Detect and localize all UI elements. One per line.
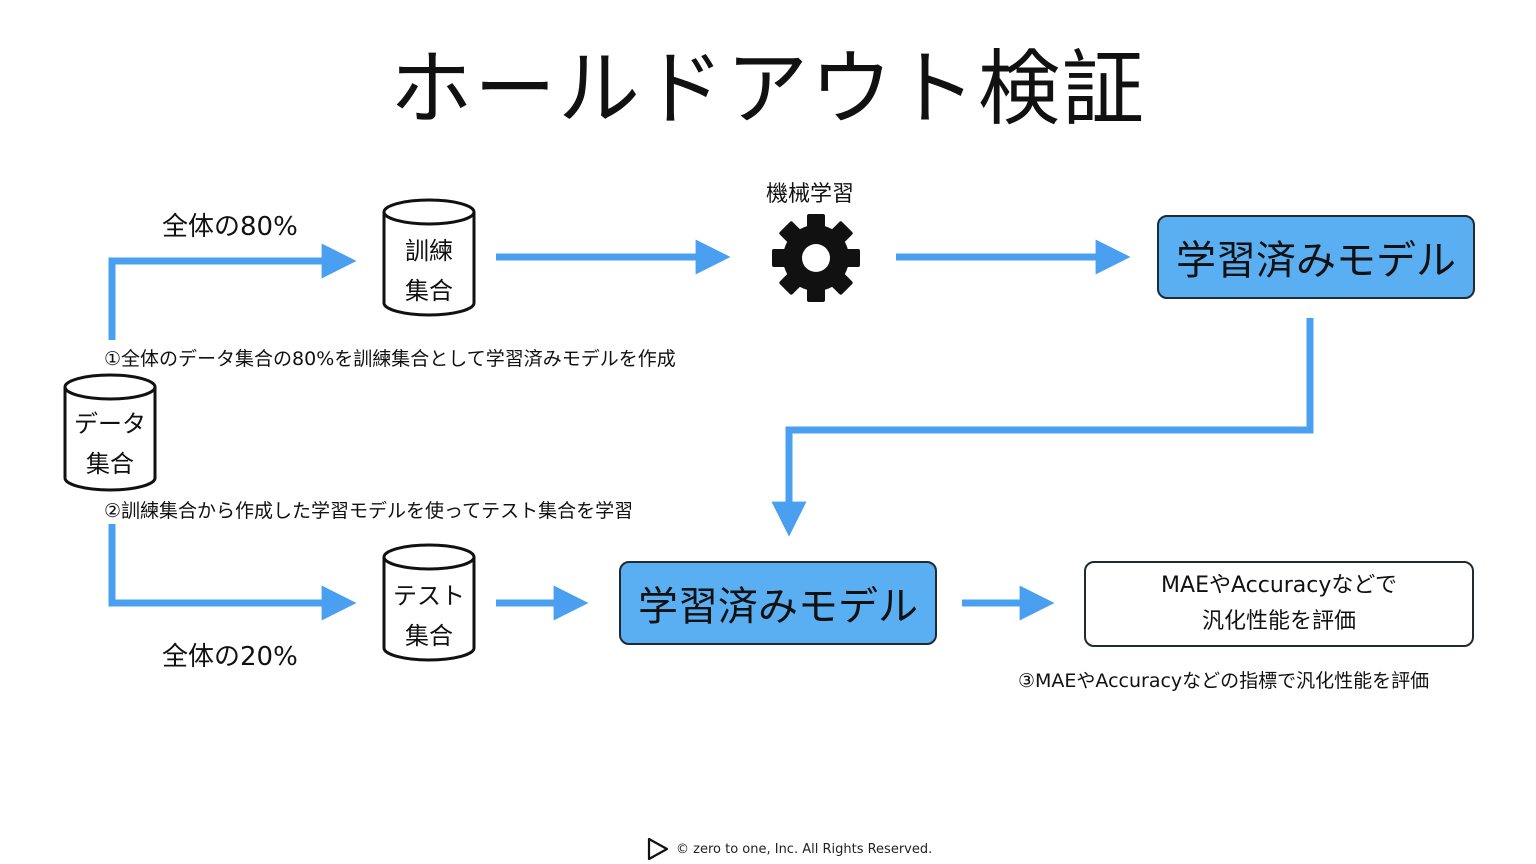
test-set-cylinder xyxy=(382,543,476,662)
evaluation-line2: 汎化性能を評価 xyxy=(1201,609,1356,634)
data-set-label: データ 集合 xyxy=(74,410,146,478)
gear-icon xyxy=(772,214,860,302)
arrow-data-to-test xyxy=(108,524,357,621)
arrow-data-to-train xyxy=(108,243,357,340)
train-ratio-label: 全体の80% xyxy=(162,212,298,242)
train-set-label: 訓練 集合 xyxy=(405,237,453,305)
machine-learning-label: 機械学習 xyxy=(766,182,855,207)
step3-note: ③MAEやAccuracyなどの指標で汎化性能を評価 xyxy=(1018,670,1430,692)
test-set-label: テスト 集合 xyxy=(393,582,465,650)
step2-note: ②訓練集合から作成した学習モデルを使ってテスト集合を学習 xyxy=(104,500,634,522)
evaluation-line1: MAEやAccuracyなどで xyxy=(1161,573,1397,598)
evaluation-box: MAEやAccuracyなどで 汎化性能を評価 xyxy=(1084,561,1474,647)
copyright-text: © zero to one, Inc. All Rights Reserved. xyxy=(676,841,933,857)
trained-model-box-top: 学習済みモデル xyxy=(1157,215,1475,299)
trained-model-box-bottom: 学習済みモデル xyxy=(619,561,937,645)
arrow-model-to-model xyxy=(771,318,1314,537)
page-title: ホールドアウト検証 xyxy=(389,42,1146,137)
train-set-cylinder xyxy=(382,198,476,317)
play-logo-icon xyxy=(647,837,669,861)
test-ratio-label: 全体の20% xyxy=(162,642,298,672)
data-set-cylinder xyxy=(63,373,157,492)
step1-note: ①全体のデータ集合の80%を訓練集合として学習済みモデルを作成 xyxy=(104,348,676,370)
footer: © zero to one, Inc. All Rights Reserved. xyxy=(646,836,932,862)
